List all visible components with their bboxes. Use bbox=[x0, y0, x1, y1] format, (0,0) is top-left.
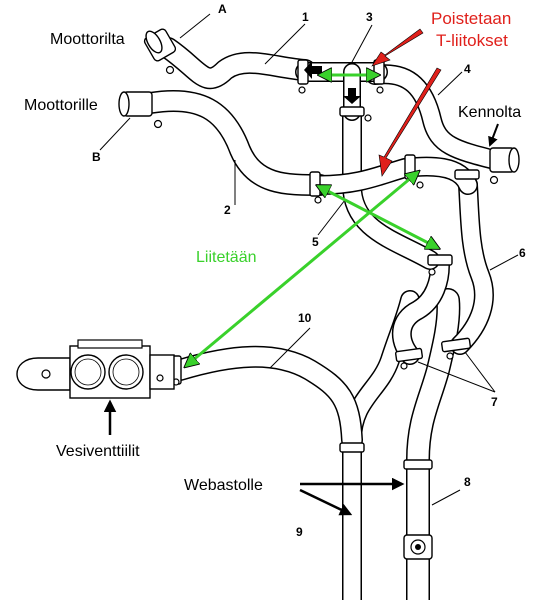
callout-a: A bbox=[218, 2, 227, 16]
arrow-left-icon bbox=[304, 61, 322, 79]
red-arrow-top bbox=[371, 28, 424, 67]
t-piece-arrows bbox=[304, 61, 361, 104]
label-arrows bbox=[103, 123, 499, 516]
red-arrow-lower bbox=[378, 67, 442, 177]
label-t-liitokset: T-liitokset bbox=[436, 31, 508, 50]
callout-b: B bbox=[92, 150, 101, 164]
callout-6: 6 bbox=[519, 246, 526, 260]
clamp-3-bottom bbox=[339, 106, 365, 117]
clamp-2-end bbox=[309, 171, 321, 197]
label-webastolle: Webastolle bbox=[184, 477, 263, 494]
arrow-webastolle-down bbox=[299, 488, 353, 516]
fitting-a bbox=[143, 28, 177, 75]
callout-1: 1 bbox=[302, 10, 309, 24]
hose-layer bbox=[139, 37, 505, 600]
label-moottorilta: Moottorilta bbox=[50, 31, 125, 48]
label-vesiventtiilit: Vesiventtiilit bbox=[56, 443, 140, 460]
fitting-b bbox=[118, 91, 163, 129]
label-poistetaan: Poistetaan bbox=[431, 9, 511, 28]
remove-arrows bbox=[371, 28, 442, 177]
callout-5: 5 bbox=[312, 235, 319, 249]
label-kennolta: Kennolta bbox=[458, 104, 521, 121]
connect-arrows bbox=[186, 75, 438, 366]
callout-8: 8 bbox=[464, 475, 471, 489]
green-arrow-valves bbox=[186, 172, 418, 366]
leader-lines bbox=[99, 13, 519, 506]
label-moottorille: Moottorille bbox=[24, 97, 98, 114]
callout-10: 10 bbox=[298, 311, 312, 325]
fitting-kennolta bbox=[489, 147, 520, 185]
callout-9: 9 bbox=[296, 525, 303, 539]
clamp-8 bbox=[403, 459, 433, 470]
callout-numbers: A B 1 2 3 4 5 6 7 8 9 10 bbox=[92, 2, 526, 539]
water-valves bbox=[16, 339, 175, 399]
arrow-kennolta bbox=[488, 123, 499, 147]
callout-3: 3 bbox=[366, 10, 373, 24]
callout-7: 7 bbox=[491, 395, 498, 409]
arrow-down-icon bbox=[343, 88, 361, 104]
clamp-4-mid bbox=[454, 169, 480, 180]
clamp-5-end bbox=[427, 254, 453, 266]
callout-2: 2 bbox=[224, 203, 231, 217]
clamp-7-right bbox=[440, 337, 472, 353]
label-liitetaan: Liitetään bbox=[196, 249, 257, 266]
clamp-9 bbox=[339, 442, 365, 453]
bleed-screw-icon bbox=[403, 534, 433, 560]
callout-4: 4 bbox=[464, 62, 471, 76]
text-labels: Moottorilta Moottorille Kennolta Poistet… bbox=[24, 9, 521, 494]
